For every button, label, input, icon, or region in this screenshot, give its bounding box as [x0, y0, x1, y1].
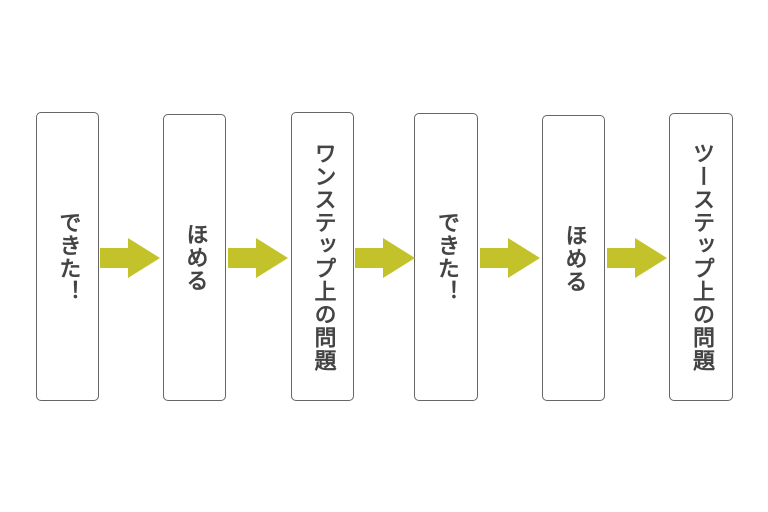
arrow-right-icon	[100, 238, 160, 278]
step-label: ほめる	[561, 223, 587, 293]
step-label: できた！	[55, 210, 81, 303]
arrow-right-icon	[480, 238, 540, 278]
step-box-6: ツーステップ上の問題	[669, 113, 733, 401]
step-box-3: ワンステップ上の問題	[291, 112, 354, 401]
step-label: ツーステップ上の問題	[689, 142, 714, 372]
step-label: できた！	[434, 211, 459, 303]
step-box-2: ほめる	[163, 114, 226, 401]
step-label: ほめる	[182, 223, 208, 292]
step-label: ワンステップ上の問題	[310, 141, 336, 372]
step-box-5: ほめる	[542, 115, 605, 401]
arrow-right-icon	[228, 238, 288, 278]
arrow-right-icon	[355, 238, 415, 278]
arrow-right-icon	[607, 238, 667, 278]
step-box-4: できた！	[414, 113, 478, 401]
step-box-1: できた！	[36, 112, 99, 401]
